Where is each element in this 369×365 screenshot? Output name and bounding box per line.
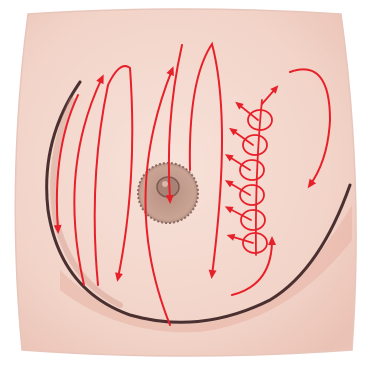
nipple-highlight: [162, 181, 168, 187]
nipple: [157, 177, 179, 197]
